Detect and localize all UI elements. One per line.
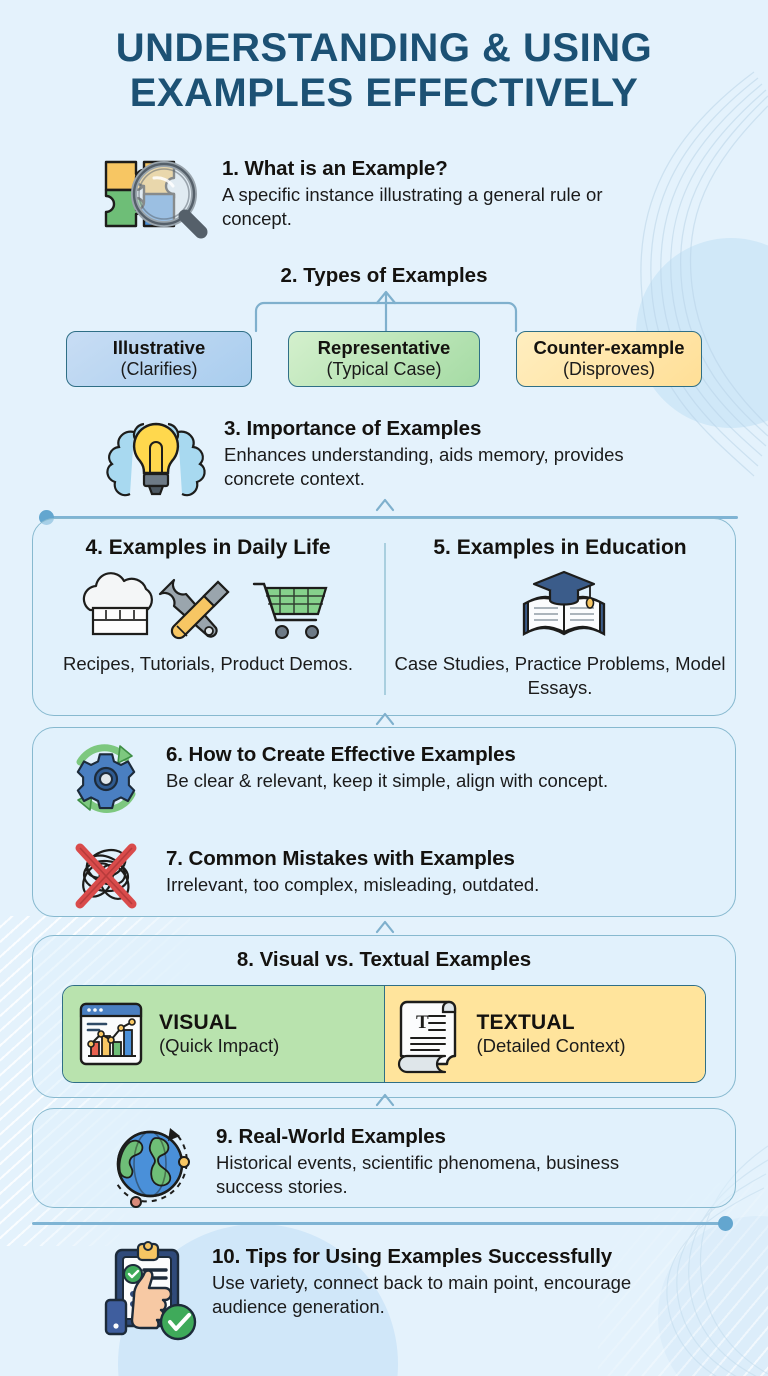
- section-3-body: Enhances understanding, aids memory, pro…: [224, 443, 624, 490]
- section-10: 10. Tips for Using Examples Successfully…: [96, 1238, 736, 1342]
- textual-note: (Detailed Context): [476, 1035, 626, 1056]
- type-box-representative[interactable]: Representative (Typical Case): [288, 331, 480, 387]
- section-9-heading: 9. Real-World Examples: [216, 1125, 446, 1148]
- section-1-heading: 1. What is an Example?: [222, 157, 448, 180]
- rail-line-upper: [46, 516, 738, 519]
- panel-create-mistakes: [32, 727, 736, 917]
- panel-divider: [384, 543, 386, 695]
- type-note: (Typical Case): [326, 358, 442, 379]
- section-8-heading: 8. Visual vs. Textual Examples: [236, 948, 532, 971]
- section-9-body: Historical events, scientific phenomena,…: [216, 1151, 620, 1198]
- visual-option[interactable]: VISUAL (Quick Impact): [63, 986, 385, 1082]
- chart-window-icon: [79, 1002, 143, 1066]
- section-4-body: Recipes, Tutorials, Product Demos.: [63, 653, 353, 674]
- tools-icon: [158, 578, 230, 640]
- clipboard-thumbsup-icon: [104, 1241, 197, 1341]
- section-1-body: A specific instance illustrating a gener…: [222, 183, 603, 230]
- section-6-body: Be clear & relevant, keep it simple, ali…: [166, 769, 609, 791]
- section-10-body: Use variety, connect back to main point,…: [212, 1271, 632, 1318]
- globe-orbit-icon: [115, 1128, 190, 1208]
- title-line-1: UNDERSTANDING & USING: [115, 26, 653, 70]
- section-3-heading: 3. Importance of Examples: [224, 417, 482, 440]
- type-note: (Clarifies): [120, 358, 198, 379]
- section-5-body: Case Studies, Practice Problems, Model E…: [394, 653, 726, 699]
- section-9: 9. Real-World Examples Historical events…: [104, 1118, 724, 1210]
- textual-label: TEXTUAL: [476, 1011, 575, 1034]
- visual-textual-comparison: VISUAL (Quick Impact) T TEXTUAL (Detaile…: [62, 985, 706, 1083]
- types-bracket-connector: [254, 290, 518, 335]
- section-7-body: Irrelevant, too complex, misleading, out…: [166, 873, 540, 895]
- gear-refresh-icon: [76, 744, 136, 813]
- section-5-heading: 5. Examples in Education: [433, 536, 687, 559]
- daily-life-icons: [82, 572, 328, 640]
- section-1: 1. What is an Example? A specific instan…: [92, 150, 732, 254]
- connector-arrow-to-panel8: [375, 920, 395, 934]
- type-name: Counter-example: [533, 337, 685, 359]
- chef-hat-icon: [82, 572, 153, 636]
- rail-dot-right: [718, 1216, 733, 1231]
- type-name: Illustrative: [112, 337, 206, 359]
- page-title: UNDERSTANDING & USING EXAMPLES EFFECTIVE…: [0, 26, 768, 116]
- brain-lightbulb-icon: [106, 422, 206, 497]
- section-7: 7. Common Mistakes with Examples Irrelev…: [58, 840, 718, 912]
- connector-arrow-to-panel9: [375, 1093, 395, 1107]
- type-box-illustrative[interactable]: Illustrative (Clarifies): [66, 331, 252, 387]
- section-4-heading: 4. Examples in Daily Life: [85, 536, 331, 559]
- visual-label: VISUAL: [159, 1011, 238, 1034]
- section-6: 6. How to Create Effective Examples Be c…: [58, 738, 718, 822]
- graduation-book-icon: [522, 570, 606, 636]
- textual-option[interactable]: T TEXTUAL (Detailed Context): [384, 986, 705, 1082]
- connector-arrow-to-panel45: [375, 498, 395, 512]
- svg-text:T: T: [416, 1012, 429, 1033]
- section-7-heading: 7. Common Mistakes with Examples: [166, 847, 515, 870]
- section-6-heading: 6. How to Create Effective Examples: [166, 743, 516, 766]
- section-10-heading: 10. Tips for Using Examples Successfully: [212, 1245, 613, 1268]
- type-note: (Disproves): [562, 358, 655, 379]
- title-line-2: EXAMPLES EFFECTIVELY: [129, 70, 639, 115]
- connector-arrow-to-panel67: [375, 712, 395, 726]
- tangled-cross-icon: [75, 843, 137, 909]
- rail-line-lower: [32, 1222, 732, 1225]
- type-box-counter-example[interactable]: Counter-example (Disproves): [516, 331, 702, 387]
- type-name: Representative: [317, 337, 451, 359]
- puzzle-magnifier-icon: [104, 160, 208, 239]
- section-3: 3. Importance of Examples Enhances under…: [100, 408, 720, 512]
- visual-note: (Quick Impact): [159, 1035, 280, 1056]
- section-2-heading: 2. Types of Examples: [280, 264, 488, 287]
- document-scroll-icon: T: [397, 1000, 456, 1074]
- shopping-cart-icon: [252, 582, 328, 639]
